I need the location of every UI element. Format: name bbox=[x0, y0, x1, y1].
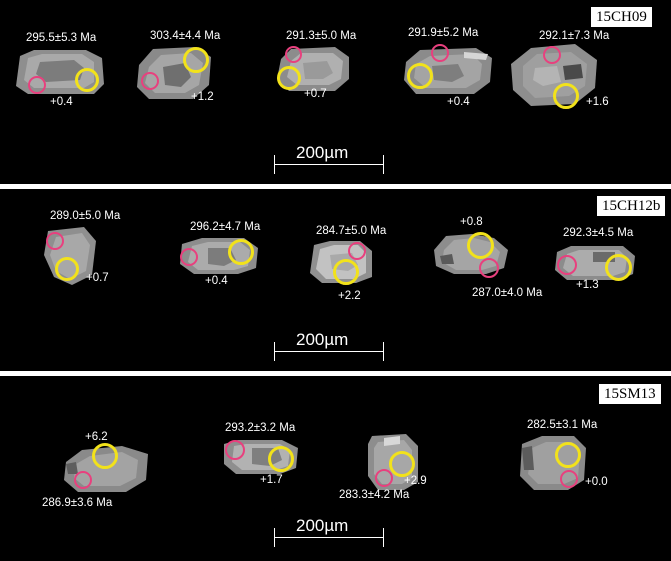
age-label: 303.4±4.4 Ma bbox=[150, 30, 221, 42]
scale-bar-label: 200µm bbox=[296, 143, 349, 162]
analysis-spot bbox=[389, 451, 415, 477]
epsilon-label: +0.7 bbox=[304, 88, 327, 100]
age-label: 289.0±5.0 Ma bbox=[50, 210, 121, 222]
age-label: 291.3±5.0 Ma bbox=[286, 30, 357, 42]
sample-label: 15SM13 bbox=[598, 383, 662, 405]
epsilon-label: +2.2 bbox=[338, 290, 361, 302]
analysis-spot bbox=[467, 232, 494, 259]
sample-label: 15CH09 bbox=[590, 6, 653, 28]
epsilon-label: +1.7 bbox=[260, 474, 283, 486]
panel-15SM13: 15SM13 +6.2 286.9±3.6 Ma 293.2±3.2 Ma +1… bbox=[0, 376, 671, 561]
age-label: 291.9±5.2 Ma bbox=[408, 27, 479, 39]
analysis-spot bbox=[55, 257, 79, 281]
age-label: 283.3±4.2 Ma bbox=[339, 489, 410, 501]
ablation-spot bbox=[543, 46, 561, 64]
age-label: 292.1±7.3 Ma bbox=[539, 30, 610, 42]
epsilon-label: +0.0 bbox=[585, 476, 608, 488]
analysis-spot bbox=[183, 47, 209, 73]
age-label: 296.2±4.7 Ma bbox=[190, 221, 261, 233]
ablation-spot bbox=[285, 46, 302, 63]
analysis-spot bbox=[555, 442, 581, 468]
scale-bar-label: 200µm bbox=[296, 516, 349, 535]
analysis-spot bbox=[228, 239, 254, 265]
ablation-spot bbox=[180, 248, 198, 266]
ablation-spot bbox=[225, 440, 245, 460]
epsilon-label: +1.3 bbox=[576, 279, 599, 291]
age-label: 287.0±4.0 Ma bbox=[472, 287, 543, 299]
ablation-spot bbox=[348, 242, 366, 260]
analysis-spot bbox=[553, 83, 579, 109]
scale-bar-label: 200µm bbox=[296, 330, 349, 349]
age-label: 295.5±5.3 Ma bbox=[26, 32, 97, 44]
scale-bar bbox=[274, 154, 384, 174]
epsilon-label: +1.6 bbox=[586, 96, 609, 108]
epsilon-label: +1.2 bbox=[191, 91, 214, 103]
analysis-spot bbox=[92, 443, 118, 469]
ablation-spot bbox=[46, 232, 64, 250]
ablation-spot bbox=[431, 44, 449, 62]
panel-15CH12b: 15CH12b 289.0±5.0 Ma +0.7 296.2±4.7 Ma +… bbox=[0, 189, 671, 371]
scale-bar bbox=[274, 341, 384, 361]
ablation-spot bbox=[375, 469, 393, 487]
epsilon-label: +0.8 bbox=[460, 216, 483, 228]
epsilon-label: +0.4 bbox=[50, 96, 73, 108]
epsilon-label: +0.7 bbox=[86, 272, 109, 284]
epsilon-label: +2.9 bbox=[404, 475, 427, 487]
sample-label: 15CH12b bbox=[596, 195, 667, 217]
ablation-spot bbox=[479, 258, 499, 278]
age-label: 292.3±4.5 Ma bbox=[563, 227, 634, 239]
scale-bar bbox=[274, 527, 384, 547]
panel-15CH09: 15CH09 295.5±5.3 Ma +0.4 303.4±4.4 Ma +1… bbox=[0, 0, 671, 184]
ablation-spot bbox=[141, 72, 159, 90]
ablation-spot bbox=[28, 76, 46, 94]
age-label: 293.2±3.2 Ma bbox=[225, 422, 296, 434]
ablation-spot bbox=[560, 470, 578, 488]
epsilon-label: +0.4 bbox=[205, 275, 228, 287]
epsilon-label: +0.4 bbox=[447, 96, 470, 108]
analysis-spot bbox=[268, 446, 294, 472]
analysis-spot bbox=[333, 259, 359, 285]
ablation-spot bbox=[557, 255, 577, 275]
analysis-spot bbox=[75, 68, 99, 92]
age-label: 282.5±3.1 Ma bbox=[527, 419, 598, 431]
ablation-spot bbox=[74, 471, 92, 489]
epsilon-label: +6.2 bbox=[85, 431, 108, 443]
analysis-spot bbox=[605, 254, 632, 281]
analysis-spot bbox=[277, 66, 301, 90]
analysis-spot bbox=[407, 63, 433, 89]
age-label: 284.7±5.0 Ma bbox=[316, 225, 387, 237]
age-label: 286.9±3.6 Ma bbox=[42, 497, 113, 509]
